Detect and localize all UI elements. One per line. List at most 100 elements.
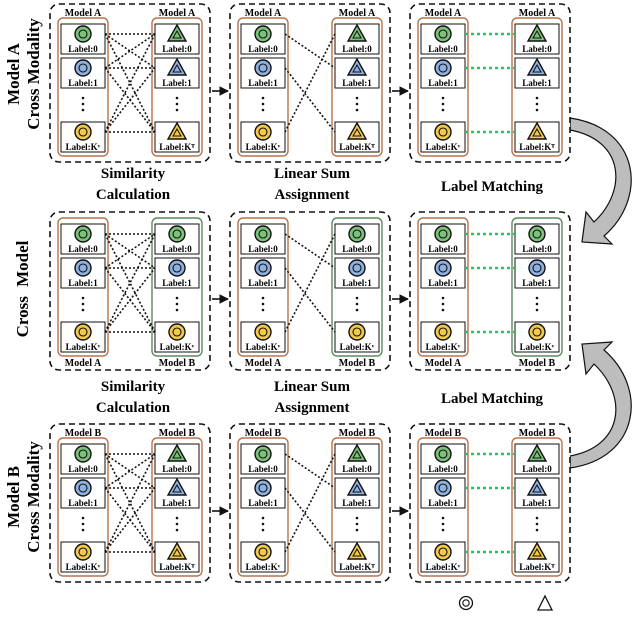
- item-label: Label:Kᵛ: [246, 142, 281, 152]
- side-label-row2-line2: Model: [13, 240, 32, 287]
- circle-target-icon: [434, 225, 452, 243]
- ellipsis-dot: [355, 296, 359, 300]
- left-column-frame: [417, 437, 469, 577]
- assignment-link: [284, 67, 336, 133]
- item-label: Label:0: [428, 44, 458, 54]
- similarity-link: [104, 67, 156, 133]
- ellipsis-dot: [175, 302, 179, 306]
- ellipsis-dot: [175, 516, 179, 520]
- left-column-frame: [57, 437, 109, 577]
- item-label: Label:0: [522, 464, 552, 474]
- triangle-target-icon: [526, 443, 548, 462]
- ellipsis-dot: [261, 108, 265, 112]
- item-label: Label:Kᵀ: [159, 562, 195, 572]
- circle-target-icon: [434, 445, 452, 463]
- ellipsis-dot: [441, 108, 445, 112]
- caption-linear-2-line2: Assignment: [274, 400, 349, 416]
- circle-target-icon: [348, 259, 366, 277]
- item-label: Label:Kᵀ: [519, 562, 555, 572]
- right-model-title: Model B: [519, 358, 556, 369]
- right-column-frame: [151, 217, 203, 357]
- ellipsis-dot: [441, 302, 445, 306]
- item-label: Label:0: [68, 244, 98, 254]
- item-label: Label:0: [68, 44, 98, 54]
- ellipsis-dot: [355, 308, 359, 312]
- ellipsis-dot: [261, 102, 265, 106]
- ellipsis-dot: [175, 528, 179, 532]
- triangle-target-icon: [166, 23, 188, 42]
- circle-target-icon: [254, 323, 272, 341]
- right-column-frame: [511, 17, 563, 157]
- triangle-target-icon: [166, 541, 188, 560]
- triangle-target-icon: [526, 57, 548, 76]
- ellipsis-dot: [441, 522, 445, 526]
- triangle-target-icon: [166, 121, 188, 140]
- item-label: Label:1: [342, 78, 372, 88]
- right-model-title: Model B: [339, 428, 376, 439]
- ellipsis-dot: [535, 302, 539, 306]
- ellipsis-dot: [535, 296, 539, 300]
- similarity-link: [104, 267, 156, 333]
- triangle-target-icon: [346, 23, 368, 42]
- ellipsis-dot: [355, 102, 359, 106]
- left-column-frame: [57, 17, 109, 157]
- side-label-row1-line2: Cross Modality: [24, 18, 43, 130]
- ellipsis-dot: [81, 96, 85, 100]
- left-column-frame: [237, 437, 289, 577]
- svg-text:Cross Model: Cross Model: [13, 240, 32, 337]
- caption-similarity-2-line2: Calculation: [96, 400, 171, 416]
- circle-target-icon: [74, 259, 92, 277]
- ellipsis-dot: [441, 296, 445, 300]
- legend-circle-icon: [458, 595, 474, 611]
- ellipsis-dot: [441, 516, 445, 520]
- item-cell: [240, 223, 286, 255]
- item-label: Label:0: [162, 44, 192, 54]
- ellipsis-dot: [355, 302, 359, 306]
- item-label: Label:Kᵛ: [66, 142, 101, 152]
- item-label: Label:Kᵀ: [339, 142, 375, 152]
- item-label: Label:0: [522, 44, 552, 54]
- item-label: Label:0: [342, 244, 372, 254]
- caption-linear-1-line1: Linear Sum: [274, 166, 350, 182]
- circle-target-icon: [168, 323, 186, 341]
- item-label: Label:1: [68, 498, 98, 508]
- ellipsis-dot: [81, 308, 85, 312]
- triangle-target-icon: [346, 57, 368, 76]
- assignment-link: [284, 487, 336, 553]
- right-column-frame: [151, 437, 203, 577]
- ellipsis-dot: [355, 516, 359, 520]
- ellipsis-dot: [261, 528, 265, 532]
- circle-target-icon: [74, 445, 92, 463]
- item-label: Label:1: [428, 278, 458, 288]
- ellipsis-dot: [441, 96, 445, 100]
- right-model-title: Model B: [159, 358, 196, 369]
- ellipsis-dot: [81, 302, 85, 306]
- item-label: Label:Kᵀ: [339, 562, 375, 572]
- left-model-title: Model B: [245, 428, 282, 439]
- item-label: Label:1: [342, 278, 372, 288]
- ellipsis-dot: [81, 102, 85, 106]
- item-label: Label:1: [428, 498, 458, 508]
- item-label: Label:1: [248, 278, 278, 288]
- ellipsis-dot: [535, 522, 539, 526]
- ellipsis-dot: [81, 528, 85, 532]
- ellipsis-dot: [441, 102, 445, 106]
- ellipsis-dot: [535, 516, 539, 520]
- triangle-target-icon: [166, 443, 188, 462]
- left-model-title: Model B: [425, 428, 462, 439]
- triangle-target-icon: [526, 23, 548, 42]
- legend-triangle-icon: [536, 594, 554, 611]
- item-label: Label:1: [162, 78, 192, 88]
- right-model-title: Model B: [339, 358, 376, 369]
- circle-target-icon: [434, 123, 452, 141]
- ellipsis-dot: [355, 96, 359, 100]
- circle-target-icon: [254, 445, 272, 463]
- circle-target-icon: [434, 25, 452, 43]
- item-label: Label:0: [248, 44, 278, 54]
- left-model-title: Model A: [65, 358, 102, 369]
- item-label: Label:0: [428, 464, 458, 474]
